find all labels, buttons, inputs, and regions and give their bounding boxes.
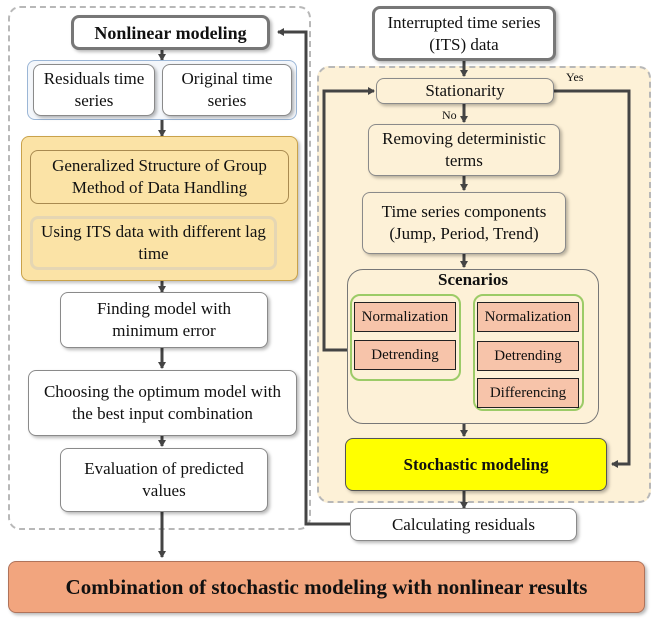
nonlinear-modeling-box: Nonlinear modeling: [71, 15, 270, 50]
scenario-2-detrending: Detrending: [477, 341, 579, 371]
final-combination-box: Combination of stochastic modeling with …: [8, 561, 645, 613]
scenario-1-detrending: Detrending: [354, 340, 456, 370]
calculating-residuals-box: Calculating residuals: [350, 508, 577, 541]
scenarios-title: Scenarios: [438, 270, 508, 289]
left-panel: [8, 6, 311, 530]
scenario-2-differencing: Differencing: [477, 378, 579, 408]
scenario-2-normalization: Normalization: [477, 302, 579, 332]
choosing-model-box: Choosing the optimum model with the best…: [28, 370, 297, 436]
residuals-time-series-box: Residuals time series: [33, 64, 155, 116]
stationarity-box: Stationarity: [376, 78, 554, 104]
components-box: Time series components (Jump, Period, Tr…: [362, 192, 566, 254]
evaluation-box: Evaluation of predicted values: [60, 448, 268, 512]
its-data-box: Interrupted time series (ITS) data: [372, 6, 556, 61]
removing-terms-box: Removing deterministic terms: [368, 124, 560, 176]
using-its-box: Using ITS data with different lag time: [30, 216, 277, 270]
yes-label: Yes: [566, 70, 584, 84]
original-time-series-box: Original time series: [162, 64, 292, 116]
stochastic-modeling-box: Stochastic modeling: [345, 438, 607, 491]
finding-model-box: Finding model with minimum error: [60, 292, 268, 348]
no-label: No: [442, 108, 457, 122]
gsgmdh-box: Generalized Structure of Group Method of…: [30, 150, 289, 204]
scenario-1-normalization: Normalization: [354, 302, 456, 332]
